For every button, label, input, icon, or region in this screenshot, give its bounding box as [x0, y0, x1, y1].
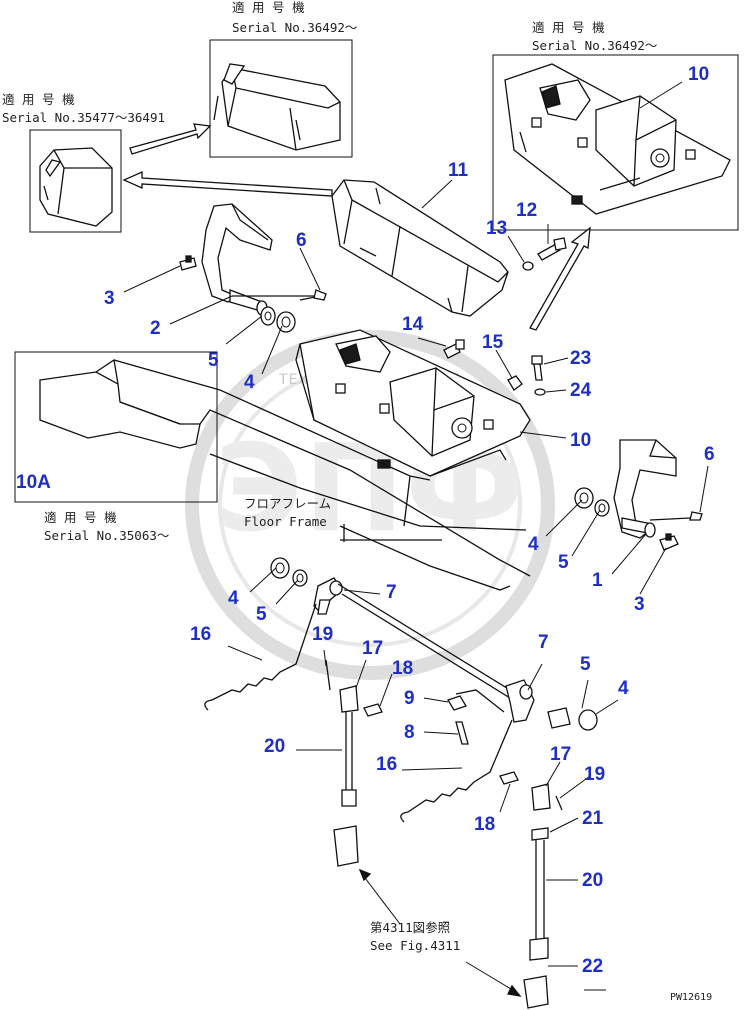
callout-3-left: 3 — [104, 288, 115, 309]
part-pedal-right — [613, 439, 703, 551]
inset-arrows — [122, 123, 591, 331]
callout-9: 9 — [404, 688, 415, 709]
part-pedal-left — [201, 203, 327, 316]
callout-8: 8 — [404, 722, 415, 743]
callout-2: 2 — [150, 318, 161, 339]
callout-13: 13 — [486, 218, 507, 239]
part-bushings-lower-left — [270, 557, 308, 587]
callout-6-left: 6 — [296, 230, 307, 251]
part-cross-shaft — [313, 577, 535, 723]
callout-4-c: 4 — [228, 588, 239, 609]
note-serial-35477-jp: 適 用 号 機 — [2, 92, 75, 107]
part-rod-right — [447, 695, 598, 1009]
callout-10-mid: 10 — [570, 430, 591, 451]
part-floor-plate — [295, 329, 531, 477]
note-floor-frame-jp: フロアフレーム — [244, 496, 331, 511]
part-springs — [204, 603, 513, 823]
see-fig-arrows — [358, 868, 522, 997]
callout-10a: 10A — [16, 472, 51, 493]
callout-11: 11 — [448, 160, 469, 181]
callout-12: 12 — [516, 200, 537, 221]
part-cover-11 — [331, 179, 509, 317]
callout-5-c: 5 — [256, 604, 267, 625]
callout-20-b: 20 — [582, 870, 603, 891]
note-see-fig-en: See Fig.4311 — [370, 938, 460, 953]
note-serial-36492-left-en: Serial No.36492～ — [232, 20, 357, 35]
callout-19-b: 19 — [584, 764, 605, 785]
callout-20-a: 20 — [264, 736, 285, 757]
note-serial-36492-right-en: Serial No.36492～ — [532, 38, 657, 53]
callout-18-a: 18 — [392, 658, 413, 679]
notes: 適 用 号 機 Serial No.36492～ 適 用 号 機 Serial … — [2, 0, 712, 1003]
callout-1: 1 — [592, 570, 603, 591]
leader-lines — [123, 81, 709, 967]
note-floor-frame-en: Floor Frame — [244, 514, 327, 529]
note-see-fig-jp: 第4311図参照 — [370, 920, 450, 935]
callout-5-b: 5 — [558, 552, 569, 573]
callouts: 10 11 12 13 6 3 2 14 15 23 5 4 24 10 6 1… — [16, 64, 715, 977]
callout-21: 21 — [582, 808, 604, 829]
callout-7-b: 7 — [538, 632, 549, 653]
note-serial-35063-en: Serial No.35063～ — [44, 528, 169, 543]
part-grease-fitting-left — [179, 255, 197, 271]
note-serial-36492-right-jp: 適 用 号 機 — [532, 20, 605, 35]
callout-4-a: 4 — [244, 372, 255, 393]
note-serial-36492-left-jp: 適 用 号 機 — [232, 0, 305, 15]
inset-serial-36492-right — [492, 54, 739, 231]
callout-16-b: 16 — [376, 754, 397, 775]
inset-serial-36492-left — [209, 39, 353, 158]
callout-19-a: 19 — [312, 624, 333, 645]
callout-10-top: 10 — [688, 64, 709, 85]
callout-15: 15 — [482, 332, 504, 353]
callout-4-b: 4 — [528, 534, 539, 555]
callout-6-right: 6 — [704, 444, 715, 465]
inset-serial-35477 — [29, 129, 122, 233]
drawing-code: PW12619 — [670, 992, 712, 1003]
callout-3-right: 3 — [634, 594, 645, 615]
callout-18-b: 18 — [474, 814, 495, 835]
callout-24: 24 — [570, 380, 592, 401]
callout-14: 14 — [402, 314, 424, 335]
callout-5-a: 5 — [208, 350, 219, 371]
part-floor-frame-10a — [14, 351, 531, 591]
note-serial-35477-en: Serial No.35477～36491 — [2, 110, 165, 125]
callout-17-a: 17 — [362, 638, 383, 659]
callout-22: 22 — [582, 956, 603, 977]
callout-17-b: 17 — [550, 744, 571, 765]
callout-16-a: 16 — [190, 624, 211, 645]
part-small-bolts — [443, 237, 567, 396]
part-rod-left — [325, 659, 383, 867]
callout-7-a: 7 — [386, 582, 397, 603]
part-bushings-upper — [260, 306, 296, 333]
callout-23: 23 — [570, 348, 591, 369]
note-serial-35063-jp: 適 用 号 機 — [44, 510, 117, 525]
callout-5-d: 5 — [580, 654, 591, 675]
callout-4-d: 4 — [618, 678, 629, 699]
